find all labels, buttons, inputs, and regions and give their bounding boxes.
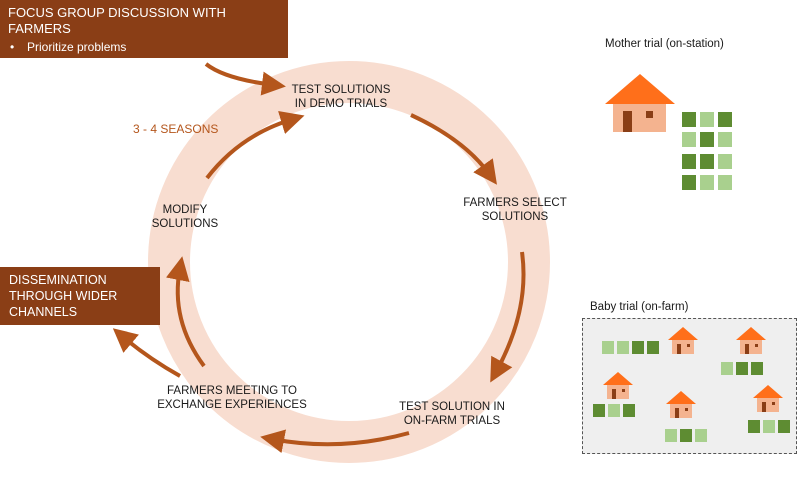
baby-farm-plots	[593, 404, 635, 417]
mother-trial-plots	[682, 112, 732, 190]
baby-farm-house-icon	[668, 327, 698, 354]
arrow-demo-to-select	[410, 113, 497, 185]
stage-farmers-meeting: FARMERS MEETING TO EXCHANGE EXPERIENCES	[157, 385, 307, 411]
baby-farm-house-icon	[603, 372, 633, 399]
baby-farm-house-icon	[736, 327, 766, 354]
stage-test-on-farm: TEST SOLUTION IN ON-FARM TRIALS	[399, 401, 505, 427]
stage-test-demo-trials: TEST SOLUTIONS IN DEMO TRIALS	[291, 84, 391, 110]
arrow-select-to-onfarm	[490, 251, 526, 383]
arrow-meeting-to-modify	[165, 256, 206, 368]
cycle-duration-label: 3 - 4 SEASONS	[133, 122, 219, 136]
arrow-onfarm-to-meeting	[260, 429, 410, 454]
bullet-dot-icon: •	[10, 56, 15, 70]
arrow-modify-to-demo	[205, 110, 305, 180]
focus-group-box: FOCUS GROUP DISCUSSION WITH FARMERS • Pri…	[0, 0, 288, 70]
baby-farm-house-icon	[753, 385, 783, 412]
dissemination-box: DISSEMINATION THROUGH WIDER CHANNELS	[0, 267, 160, 325]
focus-group-title: FOCUS GROUP DISCUSSION WITH FARMERS	[8, 5, 226, 36]
baby-trial-label: Baby trial (on-farm)	[590, 301, 689, 313]
baby-farm-plots	[748, 420, 790, 433]
mother-trial-label: Mother trial (on-station)	[605, 38, 724, 50]
focus-group-bullet-text: Identify potential solutions	[27, 56, 166, 70]
focus-group-bullet-text: Prioritize problems	[27, 40, 127, 54]
baby-farm-house-icon	[666, 391, 696, 418]
mother-trial-house-icon	[605, 74, 675, 132]
stage-modify-solutions: MODIFY SOLUTIONS	[151, 204, 219, 230]
focus-group-bullets: • Prioritize problems • Identify potential…	[8, 39, 288, 71]
bullet-dot-icon: •	[10, 40, 15, 54]
focus-group-bullet: • Prioritize problems	[8, 39, 288, 55]
arrow-meeting-to-dissemination	[112, 328, 181, 378]
baby-farm-plots	[665, 429, 707, 442]
baby-trial-panel	[582, 318, 797, 454]
arrow-focus-to-demo	[204, 62, 286, 96]
baby-farm-plots	[721, 362, 763, 375]
focus-group-bullet: • Identify potential solutions	[8, 55, 288, 71]
stage-farmers-select: FARMERS SELECT SOLUTIONS	[463, 197, 567, 223]
baby-trial-farms	[593, 327, 790, 442]
baby-farm-plots	[602, 341, 659, 354]
